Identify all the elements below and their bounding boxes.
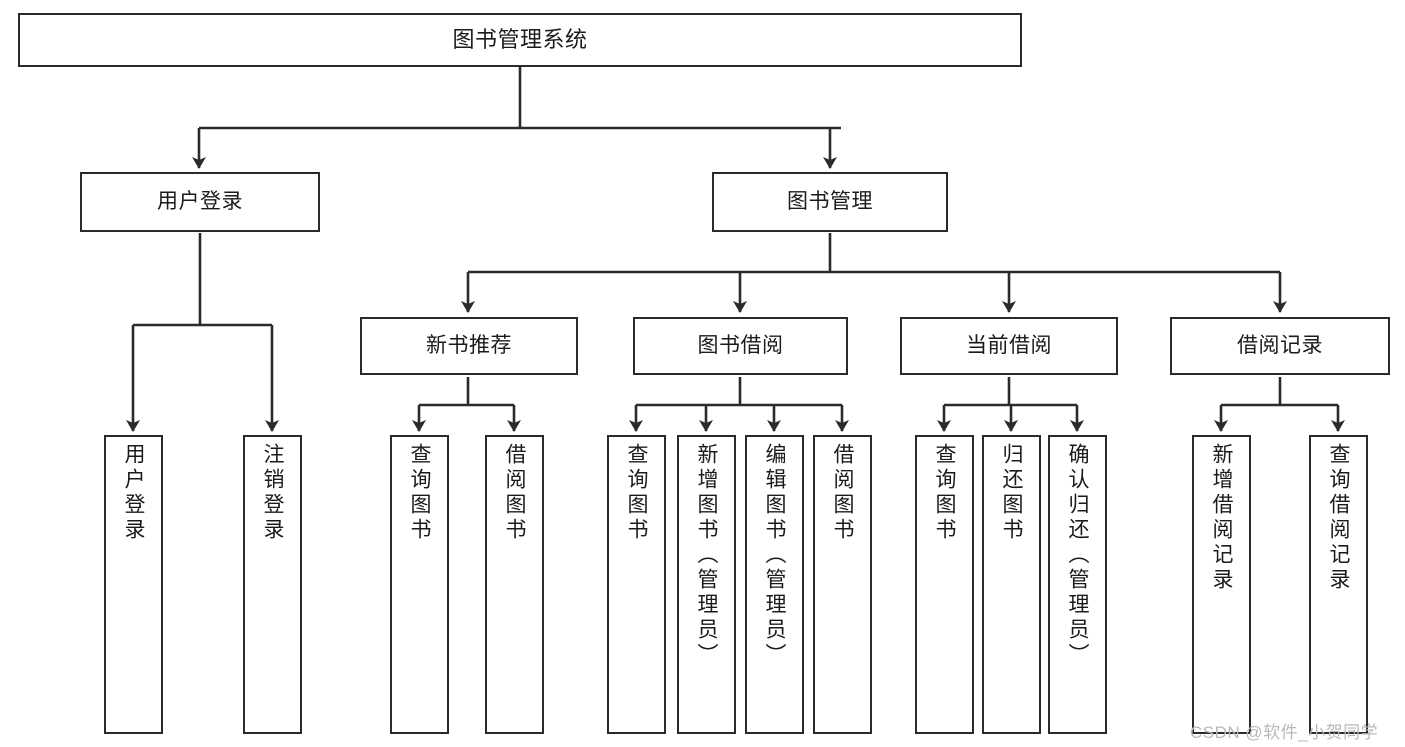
node-label: 用户登录 bbox=[122, 443, 145, 543]
leaf-query-borrow-record[interactable]: 查询借阅记录 bbox=[1309, 435, 1368, 734]
node-label: 用户登录 bbox=[157, 189, 243, 213]
node-label: 借阅记录 bbox=[1237, 333, 1323, 357]
leaf-user-login[interactable]: 用户登录 bbox=[104, 435, 163, 734]
leaf-add-book-admin[interactable]: 新增图书（管理员） bbox=[677, 435, 736, 734]
leaf-query-books-current[interactable]: 查询图书 bbox=[915, 435, 974, 734]
node-book-management[interactable]: 图书管理 bbox=[712, 172, 948, 232]
leaf-return-books[interactable]: 归还图书 bbox=[982, 435, 1041, 734]
node-label: 查询图书 bbox=[933, 443, 956, 543]
leaf-borrow-books-new-recommend[interactable]: 借阅图书 bbox=[485, 435, 544, 734]
node-user-login[interactable]: 用户登录 bbox=[80, 172, 320, 232]
node-label: 新增图书（管理员） bbox=[695, 443, 718, 668]
node-label: 当前借阅 bbox=[966, 333, 1052, 357]
csdn-watermark: CSDN @软件_小贺同学 bbox=[1190, 723, 1379, 742]
node-label: 查询借阅记录 bbox=[1327, 443, 1350, 593]
node-label: 确认归还（管理员） bbox=[1066, 443, 1089, 668]
node-label: 查询图书 bbox=[625, 443, 648, 543]
node-label: 新增借阅记录 bbox=[1210, 443, 1233, 593]
node-label: 新书推荐 bbox=[426, 333, 512, 357]
leaf-borrow-books[interactable]: 借阅图书 bbox=[813, 435, 872, 734]
node-label: 图书管理系统 bbox=[452, 27, 588, 53]
node-label: 归还图书 bbox=[1000, 443, 1023, 543]
node-label: 查询图书 bbox=[408, 443, 431, 543]
node-label: 借阅图书 bbox=[831, 443, 854, 543]
leaf-add-borrow-record[interactable]: 新增借阅记录 bbox=[1192, 435, 1251, 734]
node-book-borrowing[interactable]: 图书借阅 bbox=[633, 317, 848, 375]
node-current-borrowing[interactable]: 当前借阅 bbox=[900, 317, 1118, 375]
node-label: 注销登录 bbox=[261, 443, 284, 543]
node-root-book-management-system[interactable]: 图书管理系统 bbox=[18, 13, 1022, 67]
node-borrowing-record[interactable]: 借阅记录 bbox=[1170, 317, 1390, 375]
node-new-book-recommendation[interactable]: 新书推荐 bbox=[360, 317, 578, 375]
node-label: 借阅图书 bbox=[503, 443, 526, 543]
leaf-query-books-new-recommend[interactable]: 查询图书 bbox=[390, 435, 449, 734]
node-label: 图书借阅 bbox=[697, 333, 784, 357]
leaf-query-books-borrow[interactable]: 查询图书 bbox=[607, 435, 666, 734]
leaf-edit-book-admin[interactable]: 编辑图书（管理员） bbox=[745, 435, 804, 734]
leaf-confirm-return-admin[interactable]: 确认归还（管理员） bbox=[1048, 435, 1107, 734]
node-label: 编辑图书（管理员） bbox=[763, 443, 786, 668]
leaf-logout[interactable]: 注销登录 bbox=[243, 435, 302, 734]
node-label: 图书管理 bbox=[787, 189, 873, 213]
